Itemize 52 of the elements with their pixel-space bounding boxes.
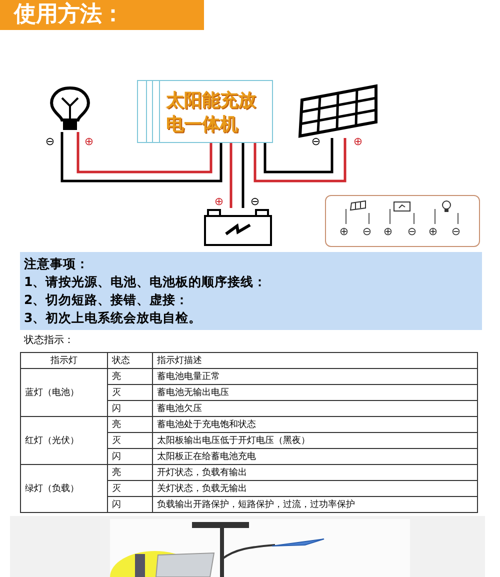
polarity-sign: ⊖: [44, 136, 56, 148]
polarity-sign: ⊖: [450, 226, 462, 238]
polarity-sign: ⊕: [338, 226, 350, 238]
section-heading: 状态指示：: [24, 334, 74, 347]
note-item: 3、初次上电系统会放电自检。: [24, 310, 202, 326]
controller-box: 太阳能充放电一体机: [137, 80, 273, 143]
table-cell: 蓄电池无输出电压: [152, 384, 478, 400]
wire: [264, 138, 334, 174]
wire: [242, 143, 244, 208]
polarity-sign: ⊕: [427, 226, 439, 238]
table-cell: 灭: [108, 432, 152, 448]
table-cell: 灭: [108, 384, 152, 400]
wire: [230, 143, 232, 208]
table-header-cell: 状态: [108, 352, 152, 368]
table-header-cell: 指示灯: [20, 352, 108, 368]
light-bulb-icon: [48, 86, 92, 132]
table-cell: 红灯（光伏）: [20, 416, 108, 464]
table-cell: 亮: [108, 368, 152, 384]
polarity-sign: ⊖: [406, 226, 418, 238]
table-cell: 开灯状态，负载有输出: [152, 464, 478, 480]
note-item: 1、请按光源、电池、电池板的顺序接线：: [24, 274, 267, 290]
table-cell: 亮: [108, 416, 152, 432]
solar-panel-icon: [296, 84, 380, 138]
table-cell: 闪: [108, 496, 152, 512]
table-cell: 负载输出开路保护，短路保护，过流，过功率保护: [152, 496, 478, 512]
table-header-cell: 指示灯描述: [152, 352, 478, 368]
title-banner: 使用方法：: [0, 0, 204, 30]
table-cell: 蓄电池电量正常: [152, 368, 478, 384]
polarity-sign: ⊕: [382, 226, 394, 238]
polarity-sign: ⊕: [83, 136, 95, 148]
polarity-sign: ⊕: [213, 196, 225, 208]
table-cell: 灭: [108, 480, 152, 496]
battery-icon: [204, 208, 272, 246]
note-heading: 注意事项：: [24, 256, 89, 272]
table-cell: 亮: [108, 464, 152, 480]
table-cell: 蓄电池处于充电饱和状态: [152, 416, 478, 432]
table-cell: 太阳板正在给蓄电池充电: [152, 448, 478, 464]
polarity-sign: ⊖: [361, 226, 373, 238]
wire: [76, 132, 212, 174]
polarity-sign: ⊖: [310, 136, 322, 148]
note-item: 2、切勿短路、接错、虚接：: [24, 292, 189, 308]
table-cell: 太阳板输出电压低于开灯电压（黑夜）: [152, 432, 478, 448]
polarity-sign: ⊕: [352, 136, 364, 148]
wire: [254, 138, 346, 182]
table-cell: 绿灯（负载）: [20, 464, 108, 512]
table-cell: 关灯状态，负载无输出: [152, 480, 478, 496]
table-cell: 闪: [108, 448, 152, 464]
wire: [60, 132, 222, 182]
table-cell: 蓝灯（电池）: [20, 368, 108, 416]
polarity-sign: ⊖: [249, 196, 261, 208]
table-cell: 闪: [108, 400, 152, 416]
table-cell: 蓄电池欠压: [152, 400, 478, 416]
